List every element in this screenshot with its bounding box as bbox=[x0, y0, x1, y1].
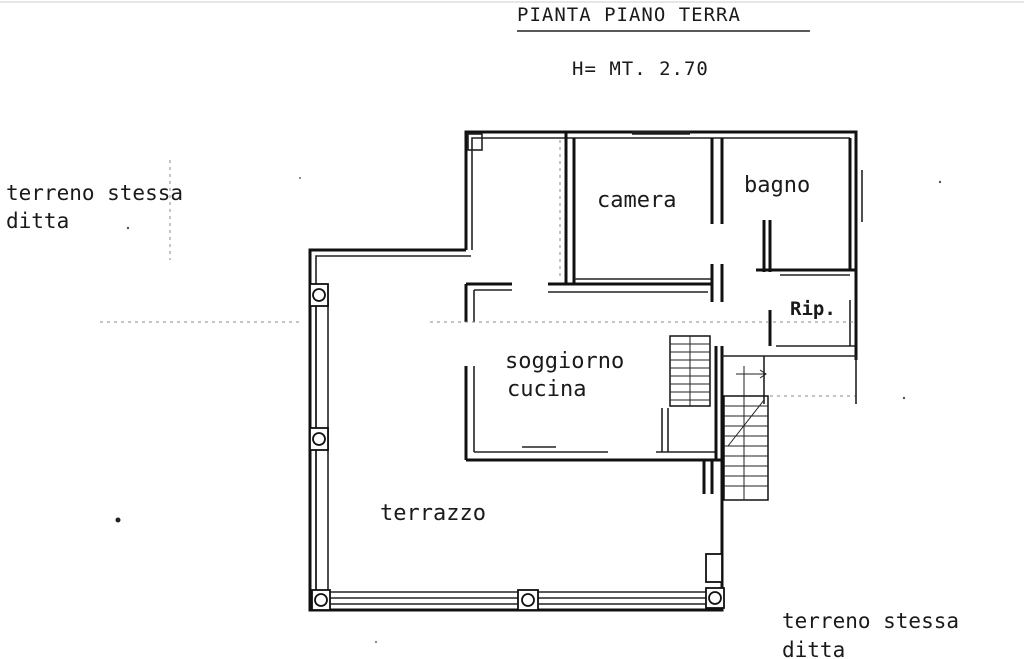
height-label: H= MT. 2.70 bbox=[572, 58, 709, 80]
label-ripostiglio: Rip. bbox=[790, 298, 836, 320]
ripostiglio-walls bbox=[768, 270, 858, 360]
terrace-columns bbox=[309, 283, 725, 611]
label-cucina: cucina bbox=[507, 377, 586, 402]
label-camera: camera bbox=[597, 188, 676, 213]
label-terrazzo: terrazzo bbox=[380, 501, 486, 526]
label-soggiorno: soggiorno bbox=[505, 349, 624, 374]
bagno-walls bbox=[756, 138, 863, 276]
plan-title: PIANTA PIANO TERRA bbox=[517, 4, 741, 26]
dashed-lines bbox=[100, 140, 856, 397]
internal-staircase bbox=[669, 335, 711, 407]
land-right-line2: ditta bbox=[782, 638, 845, 659]
land-left-line1: terreno stessa bbox=[6, 181, 183, 205]
external-staircase bbox=[702, 355, 857, 501]
scan-specks bbox=[115, 177, 942, 643]
land-right-line1: terreno stessa bbox=[782, 609, 959, 633]
label-bagno: bagno bbox=[744, 173, 810, 198]
camera-walls bbox=[560, 130, 858, 302]
land-left-line2: ditta bbox=[6, 209, 69, 233]
soggiorno-walls bbox=[464, 282, 724, 462]
